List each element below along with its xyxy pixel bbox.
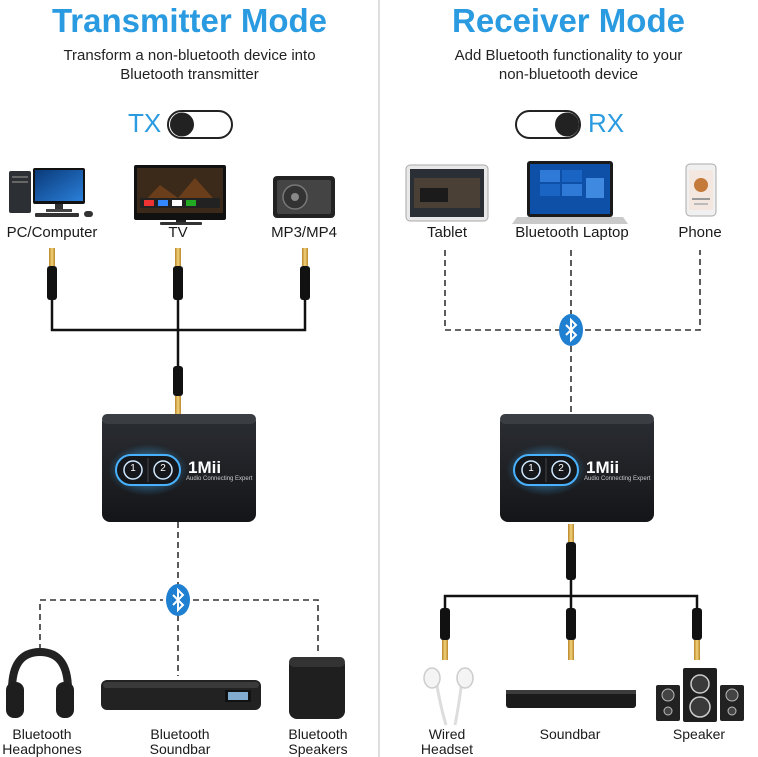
rx-device-tagline: Audio Connecting Expert	[584, 476, 651, 482]
tx-bluetooth-links	[39, 522, 319, 676]
bluetooth-headphones-icon	[6, 647, 74, 718]
bluetooth-soundbar-icon	[101, 680, 261, 710]
transmitter-subtitle-line1: Transform a non-bluetooth device into	[63, 47, 316, 64]
receiver-subtitle: Add Bluetooth functionality to your non-…	[379, 46, 758, 84]
bluetooth-laptop-icon	[512, 161, 628, 224]
receiver-mode-title: Receiver Mode	[452, 2, 685, 39]
bt-soundbar-label-line2: Soundbar	[149, 741, 211, 757]
source-label-mp3: MP3/MP4	[271, 224, 337, 241]
rx-output-cables	[443, 580, 699, 610]
rx-button-2: 2	[558, 463, 564, 474]
tx-device-tagline: Audio Connecting Expert	[186, 476, 253, 482]
wired-headset-label-line1: Wired	[428, 726, 466, 742]
tx-adapter-device	[102, 414, 256, 522]
output-label-rx-soundbar: Soundbar	[539, 726, 601, 742]
bt-soundbar-label-line1: Bluetooth	[150, 726, 210, 742]
source-label-pc: PC/Computer	[6, 224, 98, 241]
output-label-speakers: Bluetooth Speakers	[276, 727, 360, 757]
rx-toggle-switch	[515, 110, 581, 139]
output-label-wired-headset: Wired Headset	[405, 727, 489, 757]
tx-input-cables	[50, 300, 307, 368]
audio-jacks	[47, 248, 702, 660]
mp3-mp4-player-icon	[273, 176, 335, 218]
tv-icon	[134, 165, 226, 225]
rx-label: RX	[588, 108, 625, 138]
source-label-tv: TV	[168, 224, 188, 241]
tx-button-1: 1	[130, 463, 136, 474]
transmitter-mode-title: Transmitter Mode	[51, 2, 328, 39]
bluetooth-icon	[559, 314, 583, 346]
speaker-icon	[656, 668, 744, 722]
source-label-laptop: Bluetooth Laptop	[515, 224, 629, 241]
bluetooth-speaker-icon	[289, 657, 345, 719]
output-label-headphones: Bluetooth Headphones	[0, 727, 84, 757]
headphones-label-line1: Bluetooth	[12, 726, 72, 742]
source-label-tablet: Tablet	[426, 224, 468, 241]
phone-icon	[685, 163, 717, 217]
receiver-subtitle-line1: Add Bluetooth functionality to your	[454, 47, 683, 64]
output-label-speaker: Speaker	[672, 726, 726, 742]
speakers-label-line2: Speakers	[288, 741, 348, 757]
receiver-subtitle-line2: non-bluetooth device	[498, 66, 639, 83]
pc-computer-icon	[9, 168, 93, 217]
headphones-label-line2: Headphones	[2, 741, 82, 757]
transmitter-subtitle-line2: Bluetooth transmitter	[120, 66, 259, 83]
transmitter-subtitle: Transform a non-bluetooth device into Bl…	[0, 46, 379, 84]
tx-toggle-switch	[167, 110, 233, 139]
wired-headset-label-line2: Headset	[420, 741, 474, 757]
rx-device-brand: 1Mii	[586, 458, 620, 477]
tx-button-2: 2	[160, 463, 166, 474]
rx-adapter-device	[500, 414, 654, 522]
soundbar-icon	[506, 690, 636, 708]
tablet-icon	[405, 164, 489, 222]
tx-label: TX	[128, 108, 162, 138]
tx-device-brand: 1Mii	[188, 458, 222, 477]
rx-button-1: 1	[528, 463, 534, 474]
source-label-phone: Phone	[678, 224, 722, 241]
wired-headset-icon	[423, 667, 474, 726]
rx-bluetooth-links	[444, 250, 701, 414]
bluetooth-icon	[166, 584, 190, 616]
speakers-label-line1: Bluetooth	[288, 726, 348, 742]
output-label-soundbar: Bluetooth Soundbar	[138, 727, 222, 757]
